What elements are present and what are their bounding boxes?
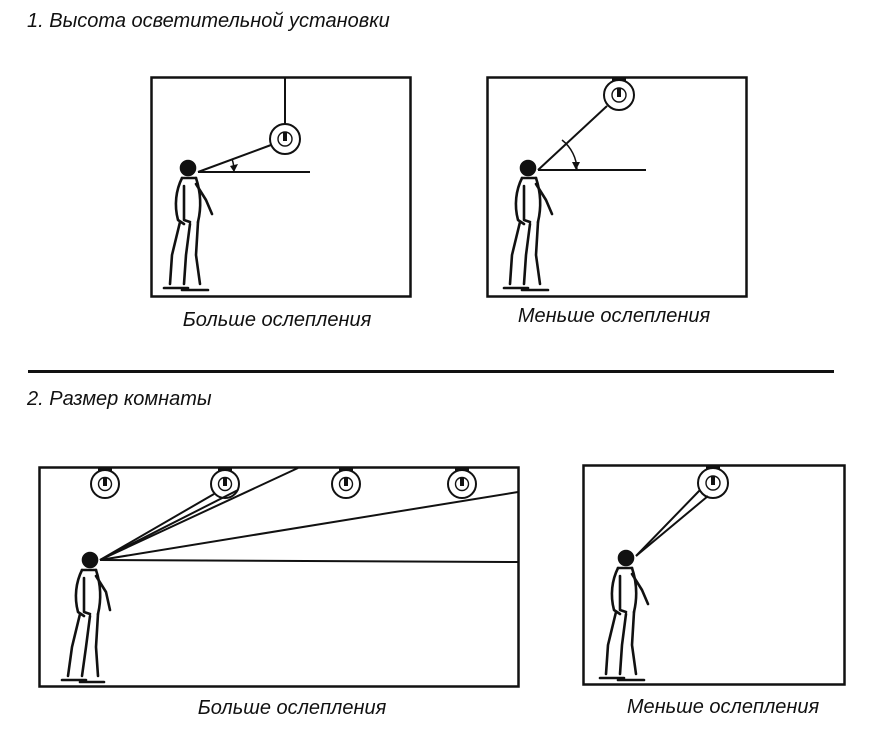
horizontal-sightline — [99, 559, 519, 563]
room-outline — [150, 76, 412, 298]
glare-ray — [635, 495, 709, 557]
lamp-icon — [269, 123, 301, 155]
glare-ray — [635, 489, 701, 557]
glare-ray — [99, 493, 215, 561]
diagram-high-lamp — [486, 76, 748, 298]
diagram-low-lamp — [150, 76, 412, 298]
lamp-icon — [603, 79, 635, 111]
room-outline — [38, 466, 520, 688]
room-outline — [486, 76, 748, 298]
room-outline — [582, 464, 846, 686]
glare-ray — [197, 144, 272, 173]
section2-heading: 2. Размер комнаты — [27, 388, 212, 410]
glare-ray — [99, 467, 299, 561]
glare-ray — [537, 105, 608, 171]
diagram-small-room — [582, 464, 846, 686]
section-divider — [28, 370, 834, 373]
person-icon — [598, 549, 650, 682]
caption-more-glare-2: Больше ослепления — [197, 697, 387, 719]
section1-heading: 1. Высота осветительной установки — [27, 10, 390, 32]
angle-arrow — [230, 164, 238, 172]
lamp-icon — [331, 468, 361, 499]
person-icon — [502, 159, 554, 292]
lamp-icon — [210, 468, 240, 499]
angle-arrow — [572, 162, 580, 170]
caption-more-glare-1: Больше ослепления — [182, 309, 372, 331]
caption-less-glare-1: Меньше ослепления — [517, 305, 711, 327]
person-icon — [60, 551, 112, 684]
lamp-icon — [697, 466, 729, 499]
lamp-icon — [447, 468, 477, 499]
glare-ray — [99, 491, 519, 561]
caption-less-glare-2: Меньше ослепления — [626, 696, 820, 718]
person-icon — [162, 159, 214, 292]
diagram-large-room — [38, 466, 520, 688]
lamp-icon — [90, 468, 120, 499]
